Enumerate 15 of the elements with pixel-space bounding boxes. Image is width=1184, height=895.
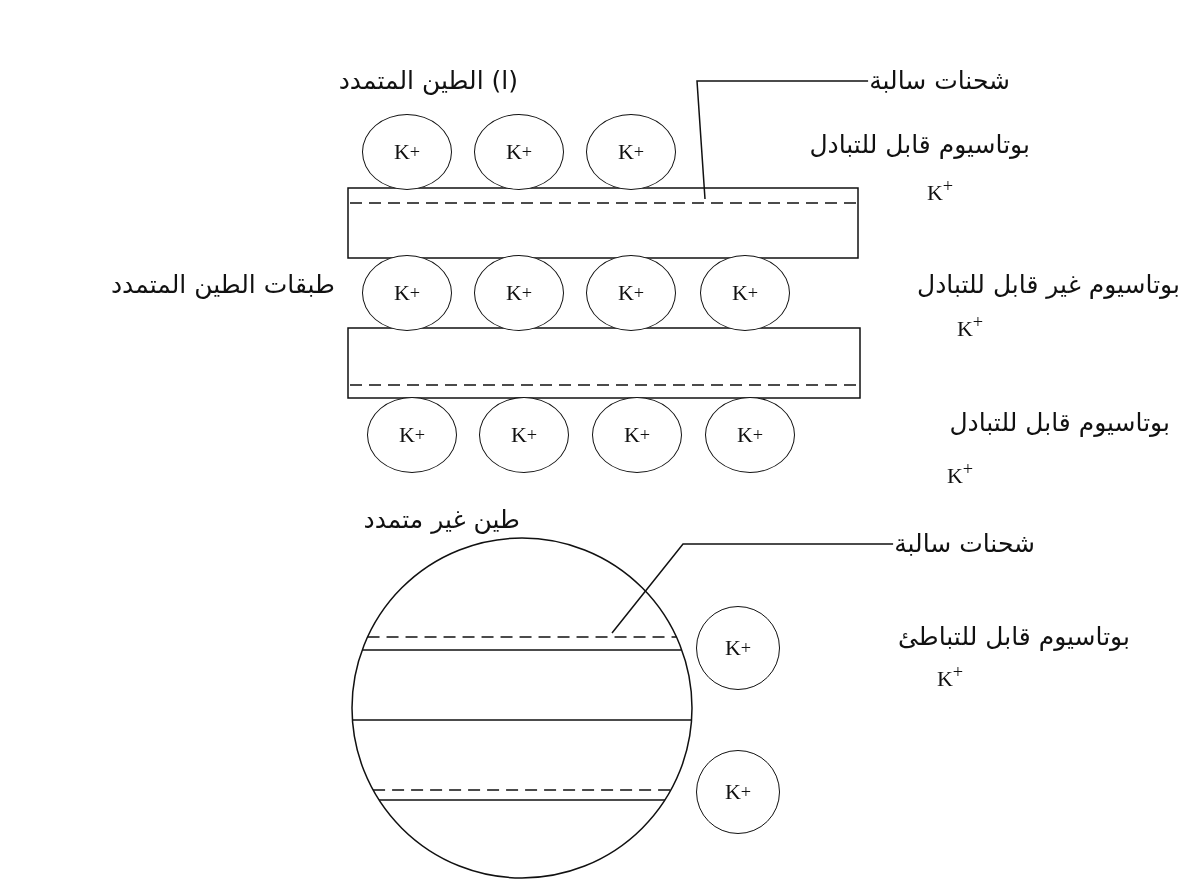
ion-label: بوتاسيوم غير قابل للتبادل: [917, 269, 1180, 301]
layer-label: طبقات الطين المتمدد: [110, 269, 335, 301]
ion-label: بوتاسيوم قابل للتبادل: [949, 407, 1170, 439]
leader-line: [696, 80, 869, 200]
panel-heading: طين غير متمدد: [363, 504, 520, 536]
ion-label: بوتاسيوم قابل للتبادل: [809, 129, 1030, 161]
ion-symbol: K$^{+}$: [935, 661, 965, 694]
leader-label: شحنات سالبة: [894, 527, 1035, 561]
ion-symbol: K$^{+}$: [945, 458, 975, 491]
ion-label: بوتاسيوم قابل للتباطئ: [897, 621, 1130, 653]
panel-heading: (ا) الطين المتمدد: [338, 65, 518, 97]
ion-symbol: K$^{+}$: [955, 311, 985, 344]
leader-label: شحنات سالبة: [869, 64, 1010, 98]
ion-symbol: K$^{+}$: [925, 175, 955, 208]
leader-line: [611, 543, 894, 634]
